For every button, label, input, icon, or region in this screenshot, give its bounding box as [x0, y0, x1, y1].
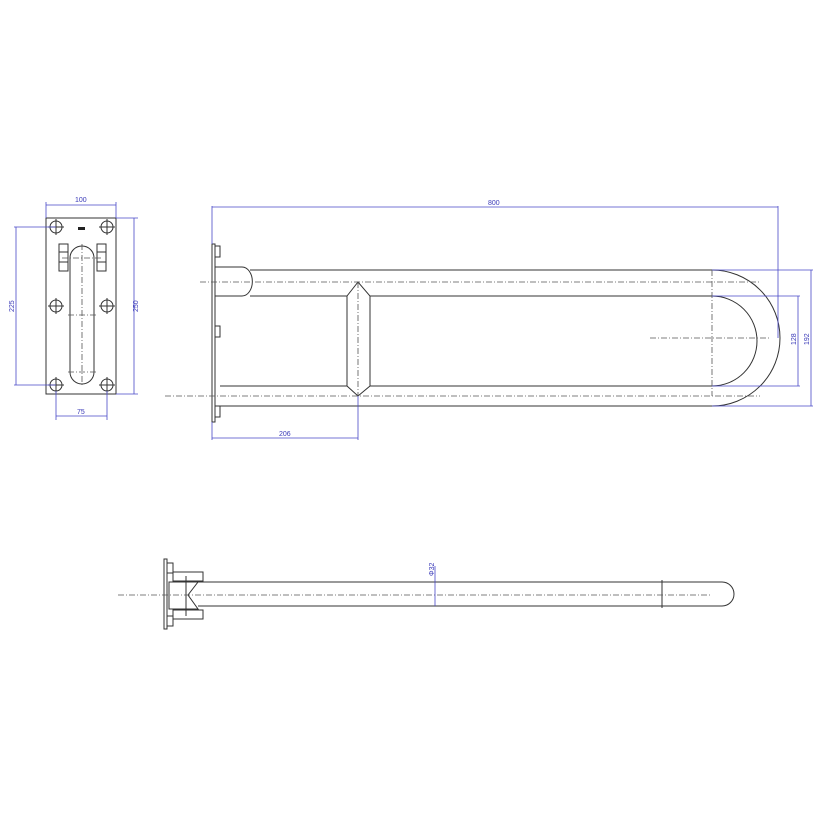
hinge-block-left — [58, 243, 69, 272]
front-dimensions: 100 250 225 75 — [9, 197, 140, 420]
dim-length-label: 800 — [488, 200, 500, 207]
top-dimensions: 800 206 128 192 — [211, 200, 813, 440]
hinge-block-right — [96, 243, 107, 272]
bolt-holes — [48, 219, 115, 393]
side-bar — [198, 581, 735, 607]
u-bar-outer — [220, 269, 781, 407]
dim-height-label: 250 — [133, 300, 140, 312]
dim-offset-label: 206 — [279, 431, 291, 438]
dim-hole-vertical-label: 225 — [9, 300, 16, 312]
dim-inner-width-label: 128 — [791, 333, 798, 345]
side-wall-plate — [163, 558, 168, 630]
hinge-body — [168, 581, 200, 610]
mounting-plate — [45, 217, 117, 395]
dim-width-label: 100 — [75, 197, 87, 204]
dim-outer-width-label: 192 — [804, 333, 811, 345]
side-view: Φ32 — [118, 558, 735, 630]
u-bar-inner — [220, 295, 758, 387]
front-plate-view: 100 250 225 75 — [9, 197, 140, 420]
upper-stub — [215, 266, 253, 297]
dim-diameter-label: Φ32 — [429, 563, 436, 576]
dim-hole-horizontal-label: 75 — [77, 409, 85, 416]
top-view: 800 206 128 192 — [165, 200, 813, 440]
side-dimensions: Φ32 — [429, 563, 436, 606]
sleeve — [346, 281, 371, 397]
slot-mark — [78, 227, 85, 230]
